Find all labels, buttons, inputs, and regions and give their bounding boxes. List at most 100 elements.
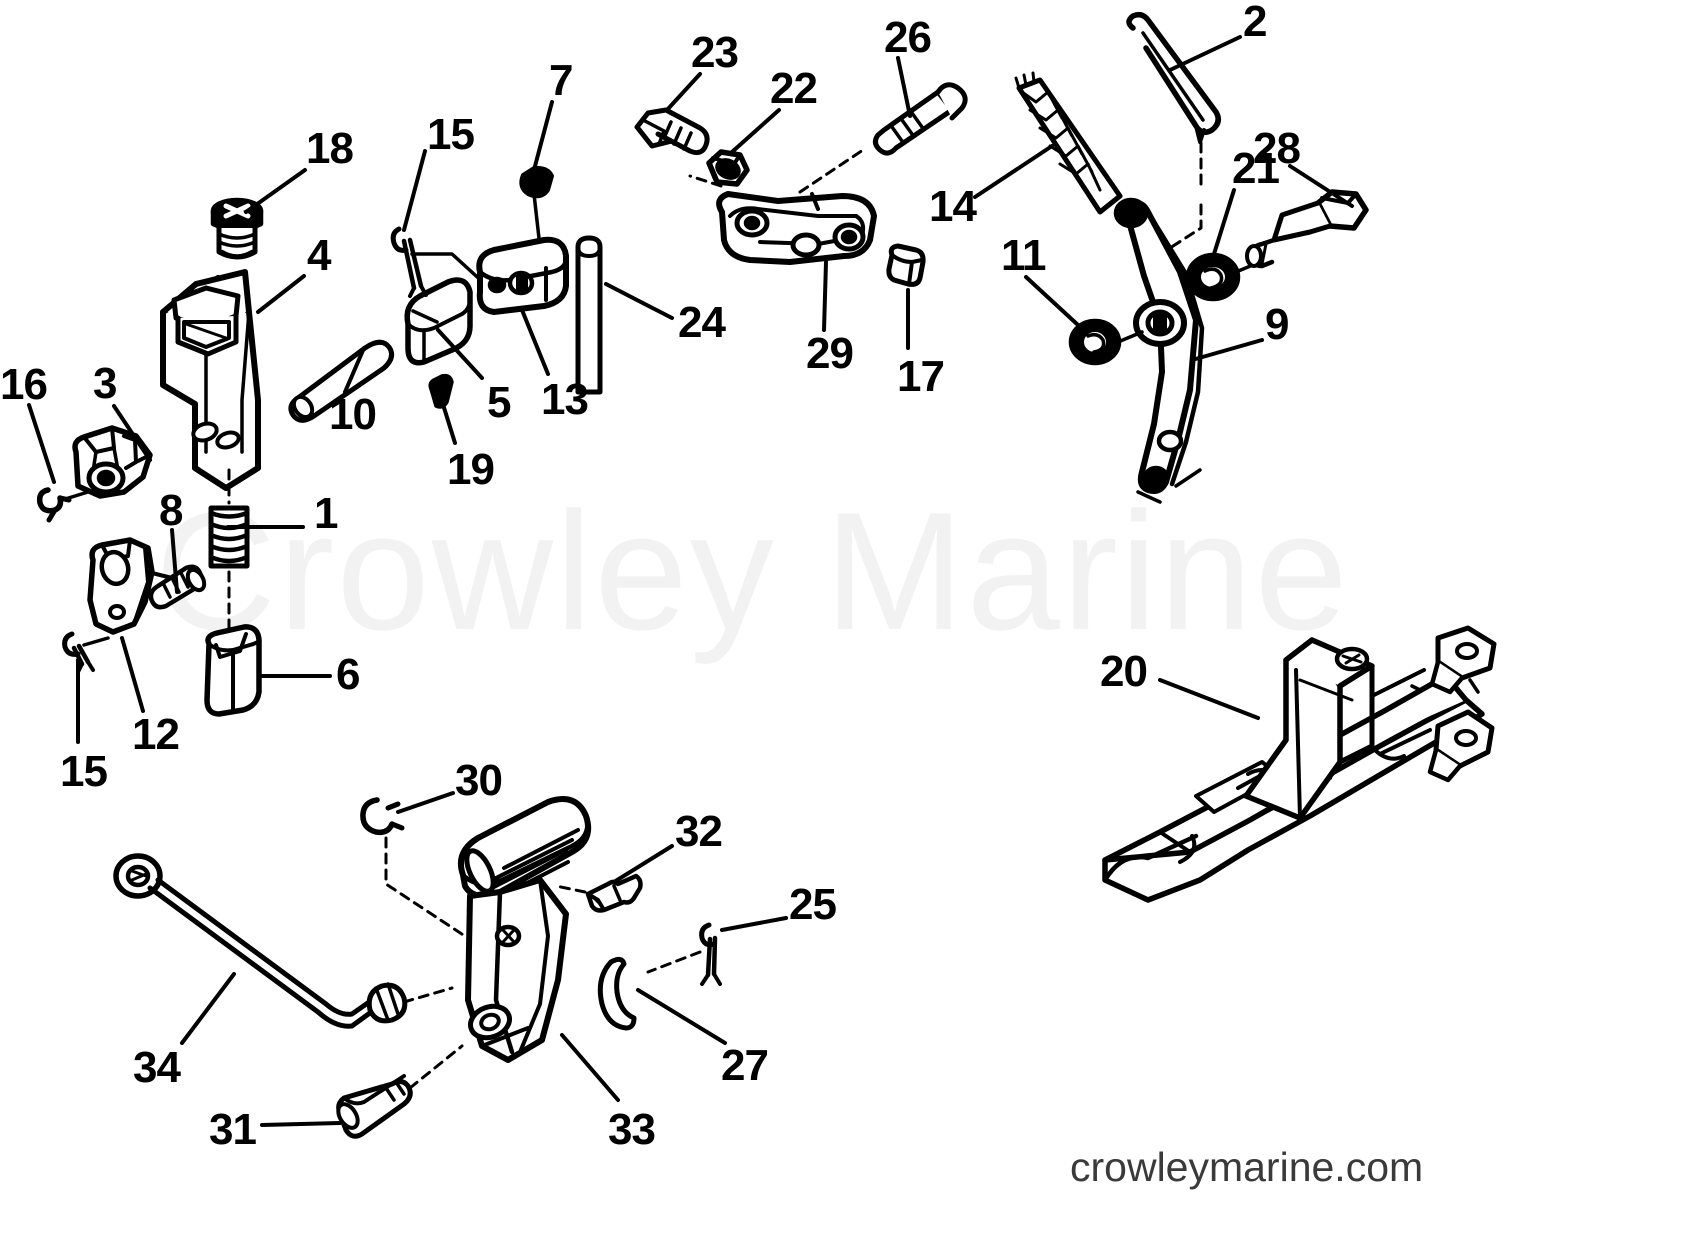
part-19-roll-pin bbox=[428, 373, 454, 409]
part-20-mounting-bracket-plate bbox=[1102, 625, 1497, 903]
part-22-hex-nut bbox=[706, 149, 750, 187]
part-15-cotter-pin-upper bbox=[390, 226, 428, 298]
leader-29 bbox=[822, 260, 828, 332]
callout-label-24: 24 bbox=[678, 298, 726, 347]
leader-34 bbox=[180, 972, 236, 1045]
leader-32 bbox=[612, 844, 674, 884]
leader-9 bbox=[1190, 338, 1264, 362]
callout-label-11: 11 bbox=[1001, 231, 1047, 280]
callout-label-31: 31 bbox=[209, 1105, 257, 1154]
callout-label-34: 34 bbox=[133, 1043, 181, 1092]
part-11-bushing-washer bbox=[1068, 318, 1144, 366]
callout-label-9: 9 bbox=[1265, 300, 1290, 349]
callout-label-28: 28 bbox=[1253, 124, 1301, 173]
callout-label-1: 1 bbox=[314, 489, 339, 538]
leader-14 bbox=[973, 144, 1054, 199]
callout-label-16: 16 bbox=[0, 360, 48, 409]
leader-15-upper-tail bbox=[410, 252, 488, 287]
part-33-throttle-grip-handle bbox=[457, 796, 592, 1063]
leader-4 bbox=[256, 274, 306, 314]
callout-label-4: 4 bbox=[307, 231, 332, 280]
leader-16 bbox=[27, 403, 56, 484]
leader-31 bbox=[260, 1121, 342, 1127]
part-13-cam-block bbox=[476, 236, 569, 315]
callout-label-2: 2 bbox=[1243, 0, 1268, 46]
leader-27 bbox=[636, 988, 727, 1045]
part-25-cotter-clip bbox=[699, 922, 722, 986]
part-31-threaded-pin bbox=[336, 1074, 413, 1139]
leader-24 bbox=[604, 282, 674, 320]
footer-url: crowleymarine.com bbox=[1070, 1144, 1424, 1190]
part-18-slotted-screw bbox=[210, 197, 264, 260]
part-23-hex-head-bolt bbox=[634, 107, 710, 155]
leader-20 bbox=[1158, 678, 1260, 720]
part-6-detent-block bbox=[204, 624, 262, 717]
callout-label-3: 3 bbox=[93, 359, 118, 408]
callout-label-25: 25 bbox=[789, 880, 837, 929]
part-27-curved-washer bbox=[597, 956, 637, 1031]
leader-21 bbox=[1212, 188, 1236, 256]
callout-label-20: 20 bbox=[1100, 647, 1148, 696]
part-26-long-screw bbox=[872, 82, 968, 156]
part-5-bushing-sleeve bbox=[404, 277, 473, 366]
leader-5 bbox=[436, 328, 484, 380]
callout-label-23: 23 bbox=[691, 28, 739, 77]
callout-label-22: 22 bbox=[770, 64, 818, 113]
callout-label-30: 30 bbox=[455, 756, 503, 805]
callout-label-15: 15 bbox=[427, 110, 475, 159]
part-4-throttle-lever-bracket bbox=[160, 269, 261, 491]
part-17-spacer-bushing bbox=[886, 243, 926, 287]
leader-11 bbox=[1024, 275, 1080, 327]
watermark-crowley-marine: Crowley Marine bbox=[155, 477, 1350, 665]
callout-label-12: 12 bbox=[132, 710, 180, 759]
leader-25 bbox=[720, 916, 788, 932]
leader-23 bbox=[665, 72, 702, 112]
leader-10 bbox=[343, 346, 366, 394]
callout-label-33: 33 bbox=[608, 1105, 656, 1154]
part-9-shift-lever-arm bbox=[1113, 197, 1205, 504]
part-12-link-arm-bracket bbox=[87, 537, 174, 635]
leader-26 bbox=[896, 56, 912, 118]
leader-3 bbox=[112, 404, 152, 462]
leader-12 bbox=[120, 636, 145, 713]
part-30-e-clip bbox=[360, 797, 405, 836]
callout-label-15b: 15 bbox=[60, 747, 108, 796]
callout-label-19: 19 bbox=[447, 445, 495, 494]
leader-8 bbox=[170, 528, 179, 594]
callout-label-17: 17 bbox=[897, 352, 945, 401]
leader-7 bbox=[532, 100, 554, 172]
callout-label-26: 26 bbox=[884, 13, 932, 62]
part-3-cam-follower-block bbox=[72, 425, 153, 499]
callout-label-21: 21 bbox=[1232, 144, 1280, 193]
callout-label-32: 32 bbox=[675, 807, 723, 856]
callout-label-18: 18 bbox=[306, 124, 354, 173]
leader-22 bbox=[730, 108, 781, 154]
part-24-pivot-rod bbox=[575, 235, 603, 395]
part-10-pivot-pin-shaft bbox=[288, 339, 395, 423]
callout-label-14: 14 bbox=[929, 182, 977, 231]
callout-label-10: 10 bbox=[329, 390, 377, 439]
callout-label-13: 13 bbox=[541, 375, 589, 424]
leader-30 bbox=[396, 791, 455, 814]
callout-label-27: 27 bbox=[721, 1041, 769, 1090]
part-16-e-clip-retainer bbox=[36, 487, 90, 523]
part-14-braided-cable-sleeve bbox=[1014, 71, 1123, 215]
leader-18 bbox=[244, 168, 307, 214]
callout-label-6: 6 bbox=[336, 650, 361, 699]
callout-label-8: 8 bbox=[159, 486, 184, 535]
leader-28 bbox=[1288, 164, 1354, 208]
leader-13 bbox=[520, 308, 550, 376]
part-29-linkage-arm bbox=[716, 191, 877, 265]
leader-19 bbox=[439, 396, 457, 445]
callout-label-7: 7 bbox=[549, 56, 574, 105]
leader-2 bbox=[1168, 35, 1242, 72]
part-2-retaining-wire-rod bbox=[1126, 11, 1221, 144]
leader-15 bbox=[402, 149, 427, 232]
part-28-shoulder-bolt bbox=[1245, 189, 1369, 269]
callout-label-29: 29 bbox=[806, 329, 854, 378]
leader-33 bbox=[560, 1033, 620, 1102]
part-34-shift-rod-link bbox=[113, 853, 408, 1029]
